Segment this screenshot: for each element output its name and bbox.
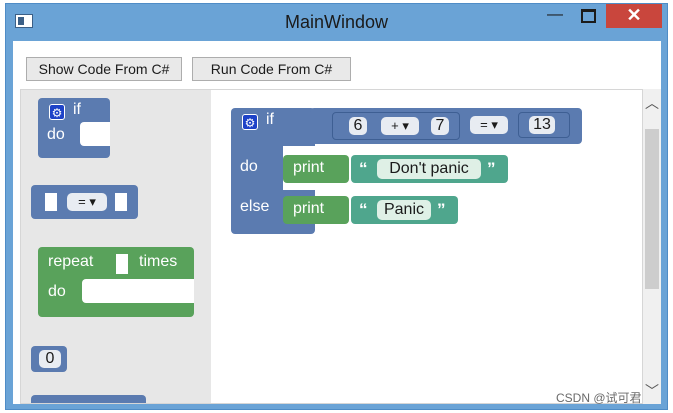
do-slot	[80, 122, 110, 146]
gear-icon: ⚙	[49, 104, 65, 120]
toolbox-partial-block[interactable]	[31, 395, 146, 403]
app-icon	[15, 14, 33, 28]
do-label: do	[240, 158, 258, 175]
print-label-2: print	[293, 200, 325, 217]
add-operator-dropdown[interactable]: + ▾	[381, 117, 419, 135]
vertical-scrollbar[interactable]: ︿ ﹀	[643, 89, 661, 404]
print-block-2[interactable]: print	[283, 196, 349, 224]
repeat-do-slot	[82, 279, 194, 303]
right-input-slot	[115, 193, 127, 211]
minimize-button[interactable]: —	[547, 6, 563, 23]
gear-icon: ⚙	[242, 114, 258, 130]
number-block[interactable]: 13	[518, 112, 570, 138]
print-block-1[interactable]: print	[283, 155, 349, 183]
scroll-down-icon[interactable]: ﹀	[645, 383, 659, 399]
arithmetic-block[interactable]: 6 + ▾ 7	[332, 112, 460, 140]
compare-operator-dropdown[interactable]: = ▾	[67, 193, 107, 211]
print-label-1: print	[293, 159, 325, 176]
text-field-2[interactable]: Panic	[377, 200, 431, 220]
maximize-icon	[580, 9, 596, 23]
toolbox-number-block[interactable]: 0	[31, 346, 67, 372]
scroll-up-icon[interactable]: ︿	[645, 95, 659, 111]
text-block-2[interactable]: “ Panic ”	[351, 196, 458, 224]
toolbox-do-label: do	[47, 126, 65, 143]
open-quote-1: “	[359, 159, 368, 178]
right-operand-field[interactable]: 7	[431, 117, 449, 135]
close-quote-1: ”	[487, 159, 496, 178]
repeat-do-label: do	[48, 283, 66, 300]
else-label: else	[240, 198, 270, 215]
text-field-1[interactable]: Don't panic	[377, 159, 481, 179]
if-label: if	[266, 111, 274, 128]
compare-operator-dropdown[interactable]: = ▾	[470, 116, 508, 134]
close-quote-2: ”	[437, 200, 446, 219]
number-field[interactable]: 0	[39, 350, 61, 368]
left-operand-field[interactable]: 6	[349, 117, 367, 135]
left-input-slot	[45, 193, 57, 211]
text-block-1[interactable]: “ Don't panic ”	[351, 155, 508, 183]
run-code-button[interactable]: Run Code From C#	[192, 57, 351, 81]
maximize-button[interactable]	[573, 4, 603, 28]
toolbox-if-block[interactable]: ⚙ if do	[38, 98, 110, 158]
repeat-label: repeat	[48, 253, 94, 270]
main-window: MainWindow — ✕ Show Code From C# Run Cod…	[5, 3, 668, 410]
title-bar[interactable]: MainWindow — ✕	[6, 4, 667, 41]
show-code-button[interactable]: Show Code From C#	[26, 57, 182, 81]
client-area: Show Code From C# Run Code From C# ⚙ if …	[13, 41, 661, 404]
open-quote-2: “	[359, 200, 368, 219]
toolbox-flyout: ⚙ if do = ▾ repeat times do	[21, 90, 211, 403]
window-title: MainWindow	[284, 12, 389, 32]
scroll-thumb[interactable]	[645, 129, 659, 289]
close-button[interactable]: ✕	[606, 4, 662, 28]
times-label: times	[139, 253, 178, 270]
watermark: CSDN @试可君	[556, 391, 642, 405]
toolbox-compare-block[interactable]: = ▾	[31, 185, 138, 219]
compare-value-field[interactable]: 13	[529, 116, 555, 134]
toolbox-repeat-block[interactable]: repeat times do	[38, 247, 194, 317]
toolbox-if-label: if	[73, 101, 81, 118]
repeat-count-slot	[116, 254, 128, 274]
blockly-surface[interactable]: ⚙ if do = ▾ repeat times do	[20, 89, 643, 404]
condition-compare-block[interactable]: 6 + ▾ 7 = ▾ 13	[310, 108, 582, 144]
